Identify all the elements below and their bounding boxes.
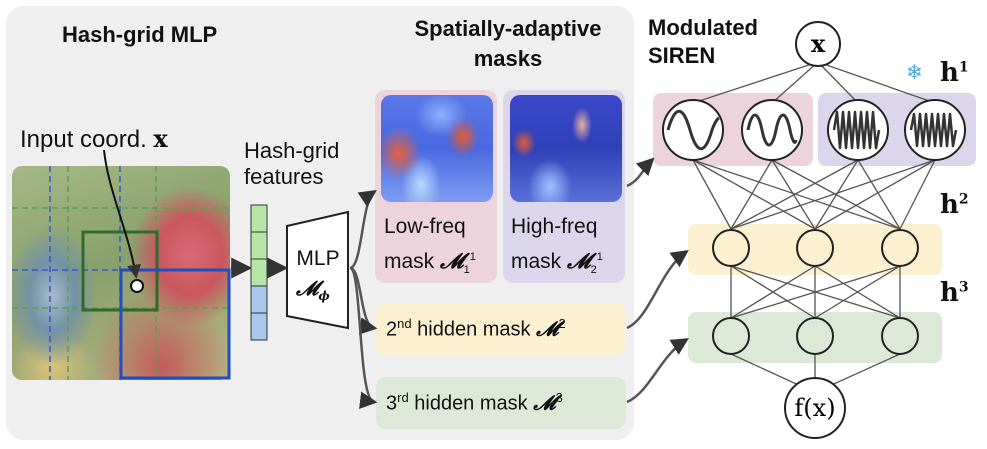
hidden-mask-3-ordinal: 3 [386, 392, 398, 415]
h2-label-sup: 2 [958, 191, 969, 208]
high-freq-mask-line1: High-freq [511, 215, 598, 238]
modulated-siren-title: Modulated SIREN [648, 14, 758, 70]
hidden2-to-layer2-arrow [626, 250, 689, 330]
layer2-node-3 [881, 229, 919, 267]
low-freq-mask-subscript: 1 [463, 264, 470, 277]
high-freq-mask-heatmap [510, 95, 622, 202]
h2-label-text: h [940, 190, 959, 220]
hash-grid-features-label: Hash-grid features [244, 138, 339, 190]
spatial-masks-title-line1: Spatially-adaptive [414, 16, 602, 41]
modulated-siren-title-line2: SIREN [648, 43, 716, 68]
hash-grid-features-line2: features [244, 164, 324, 189]
hidden-mask-2-superscript: 2 [558, 316, 566, 331]
hash-grid-feature-vector [250, 204, 268, 341]
hash-grid-features-line1: Hash-grid [244, 138, 340, 163]
siren-connections [692, 61, 936, 389]
sine-node-high-2 [904, 99, 966, 161]
mlp-to-hidden3-arrow [348, 266, 378, 409]
layer3-node-3 [881, 317, 919, 355]
mlp-symbol-main: 𝓜 [296, 276, 319, 300]
h1-label: h1 [940, 58, 969, 88]
hidden-mask-3-text: hidden mask [414, 392, 528, 415]
high-freq-mask-line2: mask 𝓜21 [511, 242, 603, 285]
high-freq-mask-word: mask [511, 250, 562, 273]
sine-node-high-1 [827, 99, 889, 161]
siren-output-node-label: f(x) [794, 394, 835, 422]
sine-node-low-1 [662, 99, 724, 161]
layer3-node-1 [712, 317, 750, 355]
mlp-block [286, 210, 349, 330]
hidden-mask-3-label: 3rd hidden mask 𝓜3 [386, 390, 563, 416]
mlp-symbol-subscript: ϕ [318, 289, 330, 303]
h3-label-text: h [940, 278, 959, 308]
low-freq-mask-line1: Low-freq [384, 215, 466, 238]
hidden-mask-2-symbol: 𝓜 [536, 316, 559, 341]
mlp-label: MLP [296, 247, 340, 270]
h1-label-text: h [940, 58, 959, 88]
high-freq-mask-subscript: 2 [590, 264, 597, 277]
input-coord-text: Input coord. [20, 126, 147, 153]
hash-grid-mlp-title: Hash-grid MLP [62, 22, 218, 47]
hidden-mask-3-symbol: 𝓜 [533, 390, 556, 415]
hidden-mask-3-box [376, 377, 626, 429]
freq-mask-to-layer1-arrow [626, 157, 655, 188]
h3-label: h3 [940, 278, 969, 308]
siren-input-node [795, 21, 841, 67]
low-freq-mask-heatmap [381, 95, 493, 202]
input-point [130, 279, 144, 293]
low-freq-mask-line2: mask 𝓜11 [384, 242, 476, 285]
layer3-node-2 [796, 317, 834, 355]
high-freq-mask-symbol: 𝓜 [567, 248, 591, 273]
sine-node-low-2 [741, 99, 803, 161]
hidden-mask-3-suffix: rd [397, 390, 409, 405]
snowflake-icon: ❄ [906, 62, 923, 84]
h1-label-sup: 1 [958, 59, 969, 76]
hidden-mask-2-text: hidden mask [417, 318, 531, 341]
siren-input-node-label: x [811, 29, 826, 58]
low-freq-mask-symbol: 𝓜 [440, 248, 464, 273]
hidden-mask-2-suffix: nd [397, 316, 412, 331]
low-freq-mask-superscript: 1 [469, 251, 476, 263]
hidden-mask-2-label: 2nd hidden mask 𝓜2 [386, 316, 566, 342]
hidden-mask-2-box [376, 303, 626, 355]
layer2-node-2 [796, 229, 834, 267]
modulated-siren-title-line1: Modulated [648, 15, 758, 40]
spatial-masks-title-line2: masks [473, 46, 543, 71]
spatial-masks-title: Spatially-adaptive masks [384, 14, 632, 74]
low-freq-mask-word: mask [384, 250, 435, 273]
hidden-mask-3-superscript: 3 [555, 390, 563, 405]
input-coord-symbol: x [153, 124, 168, 153]
input-pointer-arrow [103, 149, 141, 279]
layer2-node-1 [712, 229, 750, 267]
mlp-symbol: 𝓜ϕ [296, 276, 330, 303]
mlp-to-freq-masks-arrow [349, 190, 377, 270]
h3-label-sup: 3 [958, 279, 969, 296]
high-freq-mask-superscript: 1 [596, 251, 603, 263]
fine-grid-cell [119, 268, 231, 380]
low-freq-mask-label: Low-freq mask 𝓜11 [384, 212, 476, 285]
high-freq-mask-label: High-freq mask 𝓜21 [511, 212, 603, 285]
input-coord-label: Input coord. x [20, 124, 168, 154]
h2-label: h2 [940, 190, 969, 220]
hidden-mask-2-ordinal: 2 [386, 318, 398, 341]
hash-grid-overlay [12, 166, 231, 380]
hidden3-to-layer3-arrow [626, 338, 689, 404]
siren-output-node [784, 377, 846, 439]
